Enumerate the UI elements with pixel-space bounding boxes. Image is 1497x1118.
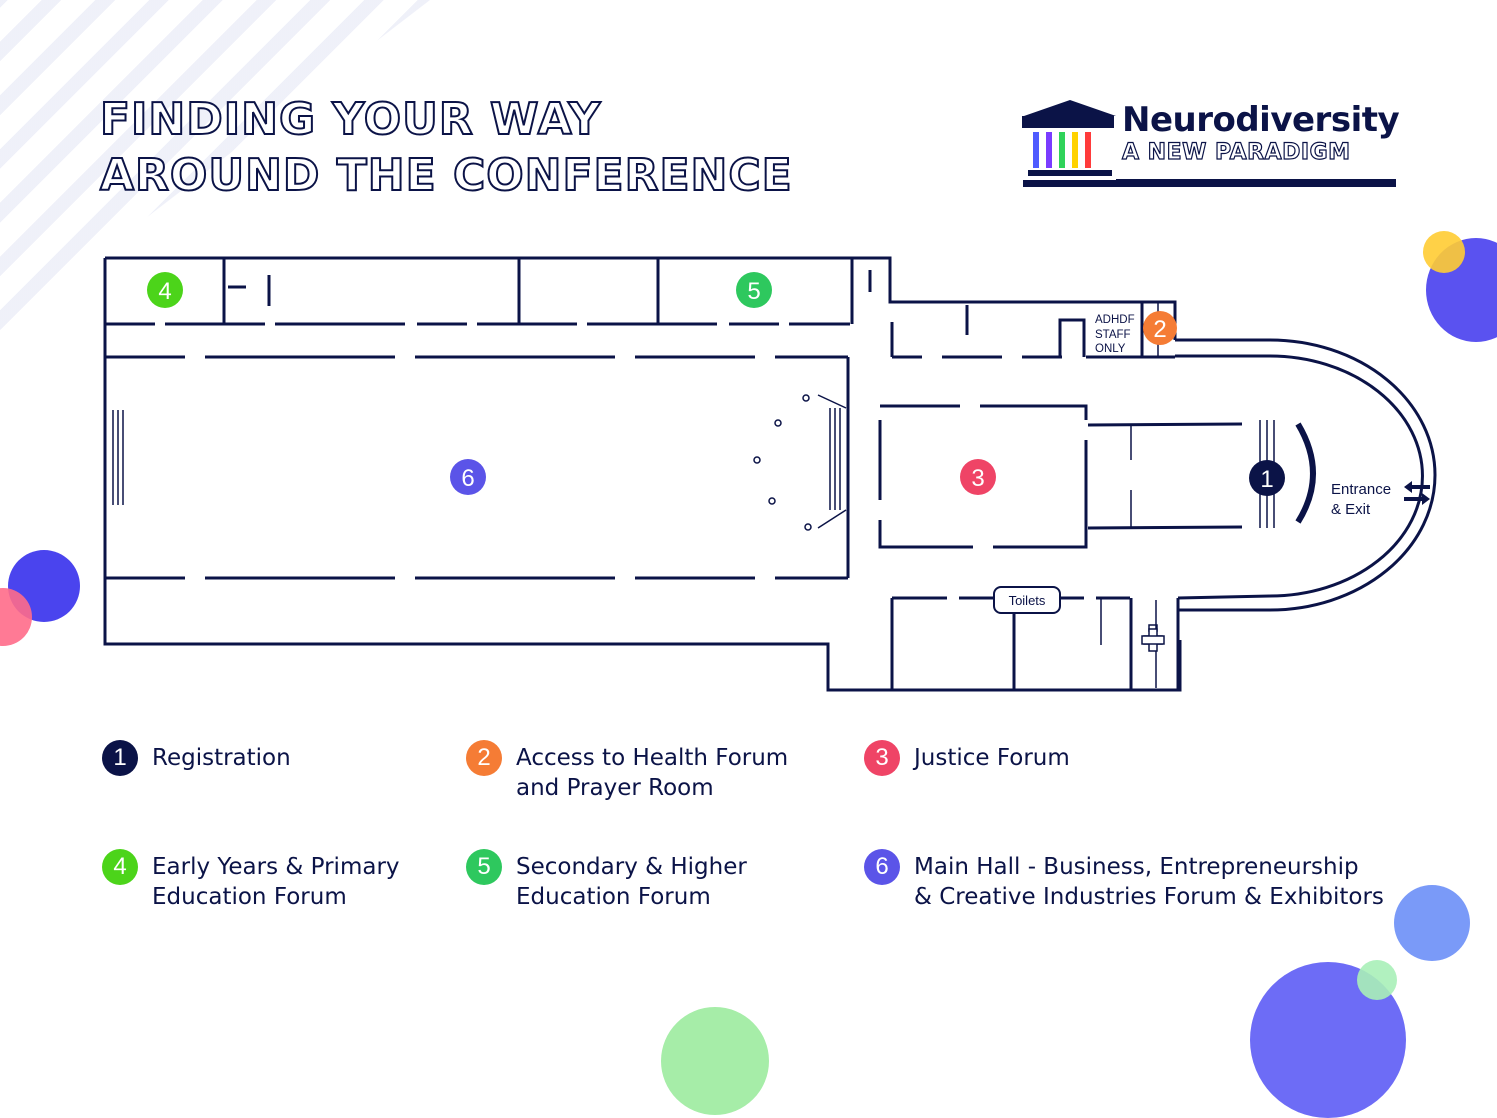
entrance-label-line-2: & Exit: [1331, 501, 1371, 518]
decor-circle-bottom-right-blue: [1394, 885, 1470, 961]
logo-underline: [1116, 179, 1396, 187]
map-marker-6: 6: [450, 459, 486, 495]
legend-item-5: 5 Secondary & Higher Education Forum: [466, 849, 747, 912]
entrance-arrows-icon: [1404, 481, 1430, 505]
legend-number: 6: [864, 849, 900, 885]
logo: Neurodiversity A NEW PARADIGM: [1020, 98, 1400, 193]
map-marker-number: 6: [461, 465, 474, 492]
logo-name: Neurodiversity: [1122, 100, 1400, 140]
toilets-sign: [993, 586, 1061, 614]
courthouse-icon: [1022, 100, 1117, 187]
legend-label: Early Years & Primary Education Forum: [152, 854, 400, 910]
legend-number: 4: [102, 849, 138, 885]
legend-item-3: 3 Justice Forum: [864, 740, 1070, 776]
decor-circle-right-yellow: [1423, 231, 1465, 273]
title-line-2: AROUND THE CONFERENCE: [99, 149, 793, 202]
staff-label-line-3: ONLY: [1095, 343, 1126, 355]
legend-label: Main Hall - Business, Entrepreneurship &…: [914, 854, 1384, 910]
staff-label-line-2: STAFF: [1095, 329, 1131, 341]
map-marker-number: 2: [1153, 316, 1166, 343]
legend-item-4: 4 Early Years & Primary Education Forum: [102, 849, 400, 912]
decor-circle-bottom-right-green: [1357, 960, 1397, 1000]
legend-number: 1: [102, 740, 138, 776]
entrance-label-line-1: Entrance: [1331, 481, 1391, 498]
map-marker-1: 1: [1249, 460, 1285, 496]
legend-item-6: 6 Main Hall - Business, Entrepreneurship…: [864, 849, 1384, 912]
logo-tagline: A NEW PARADIGM: [1121, 139, 1351, 165]
map-marker-5: 5: [736, 272, 772, 308]
map-marker-number: 3: [971, 465, 984, 492]
legend-number: 2: [466, 740, 502, 776]
map-marker-4: 4: [147, 272, 183, 308]
toilets-label: Toilets: [1009, 593, 1046, 608]
legend-label: Access to Health Forum and Prayer Room: [516, 745, 789, 801]
staff-label-line-1: ADHDF: [1095, 314, 1135, 326]
outer-wall: [105, 256, 1177, 340]
legend-item-1: 1 Registration: [102, 740, 291, 776]
map-marker-number: 4: [158, 278, 171, 305]
map-marker-number: 1: [1260, 466, 1273, 493]
map-marker-3: 3: [960, 459, 996, 495]
legend-label: Justice Forum: [914, 745, 1070, 771]
legend-number: 5: [466, 849, 502, 885]
legend-label: Secondary & Higher Education Forum: [516, 854, 747, 910]
legend-number: 3: [864, 740, 900, 776]
title-line-1: FINDING YOUR WAY: [99, 93, 602, 146]
map-marker-2: 2: [1143, 311, 1177, 345]
map-marker-number: 5: [747, 278, 760, 305]
legend-label: Registration: [152, 745, 291, 771]
outer-wall-left: [103, 258, 1182, 692]
legend-item-2: 2 Access to Health Forum and Prayer Room: [466, 740, 788, 803]
page-title: FINDING YOUR WAY AROUND THE CONFERENCE: [99, 92, 793, 204]
floor-plan: ADHDF STAFF ONLY Toilets Entrance & Exit…: [103, 256, 1437, 692]
